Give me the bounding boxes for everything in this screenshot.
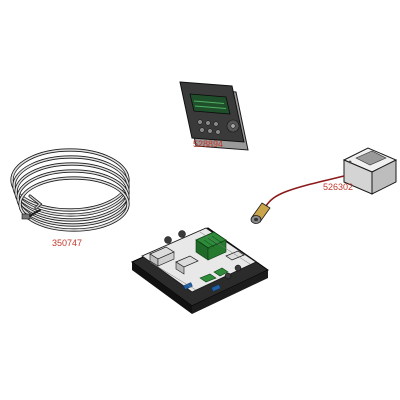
part-label-350747: 350747	[52, 238, 82, 248]
sensor-box	[342, 147, 398, 195]
part-label-526302: 526302	[323, 182, 353, 192]
sensor-wire	[265, 175, 345, 207]
sensor-cable: 526302	[250, 147, 398, 224]
keypad	[197, 119, 240, 135]
display-panel: 528894	[179, 81, 249, 151]
display-screen	[189, 93, 231, 115]
sensor-connector	[250, 202, 271, 224]
terminal-blocks	[195, 231, 229, 283]
controller-board	[131, 227, 269, 314]
part-label-528894: 528894	[193, 139, 223, 149]
board-components	[149, 230, 251, 292]
cable-coil-loops	[10, 148, 130, 232]
cable-coil: 350747	[10, 148, 130, 248]
cable-coil-ends	[21, 194, 43, 220]
